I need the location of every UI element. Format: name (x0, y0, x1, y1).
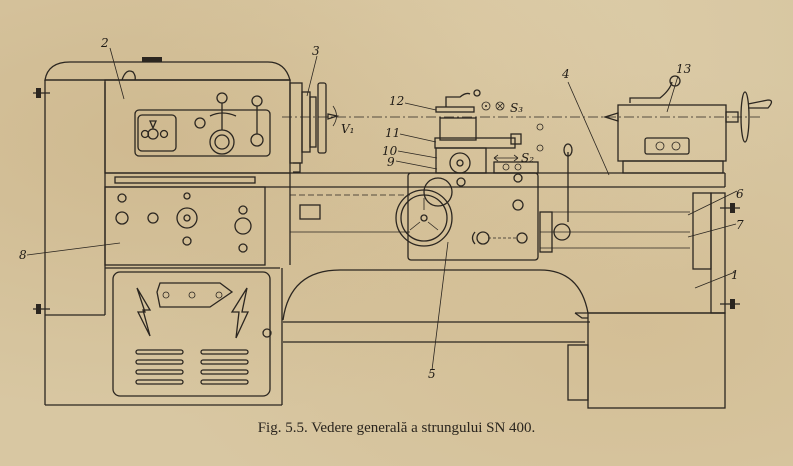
handwheel-icon (395, 177, 453, 247)
headstock (33, 57, 291, 405)
callout-10: 10 (382, 144, 398, 158)
callout-8: 8 (19, 248, 27, 262)
figure-caption: Fig. 5.5. Vedere generală a strungului S… (257, 420, 536, 436)
apron (395, 172, 539, 261)
lever-icon (539, 143, 573, 253)
callout-11: 11 (385, 126, 400, 140)
feed-direction-symbols (481, 101, 519, 162)
callout-13: 13 (676, 62, 692, 76)
electrical-cabinet (45, 268, 283, 406)
callout-6: 6 (736, 187, 744, 201)
callout-leaders (26, 47, 738, 371)
callout-4: 4 (561, 67, 570, 81)
callout-2: 2 (100, 36, 109, 50)
callout-5: 5 (428, 367, 436, 381)
callout-9: 9 (387, 155, 395, 169)
feed-label-s3: S₃ (510, 101, 523, 115)
callout-3: 3 (312, 44, 320, 58)
lightning-bolt-icon (230, 287, 250, 339)
spindle-chuck (289, 82, 340, 173)
feed-label-s2: S₂ (521, 151, 534, 165)
callout-12: 12 (389, 94, 404, 108)
feed-gearbox (104, 186, 280, 269)
vent-slots (135, 349, 249, 385)
right-leg (692, 192, 740, 314)
callout-1: 1 (731, 268, 739, 282)
spindle-speed-label-v1: V₁ (341, 122, 354, 136)
callout-7: 7 (736, 218, 744, 232)
tailstock (602, 75, 773, 174)
lightning-bolt-icon (136, 287, 152, 337)
lathe-base (282, 269, 726, 409)
carriage (434, 89, 544, 187)
headstock-top-knob (142, 57, 162, 62)
